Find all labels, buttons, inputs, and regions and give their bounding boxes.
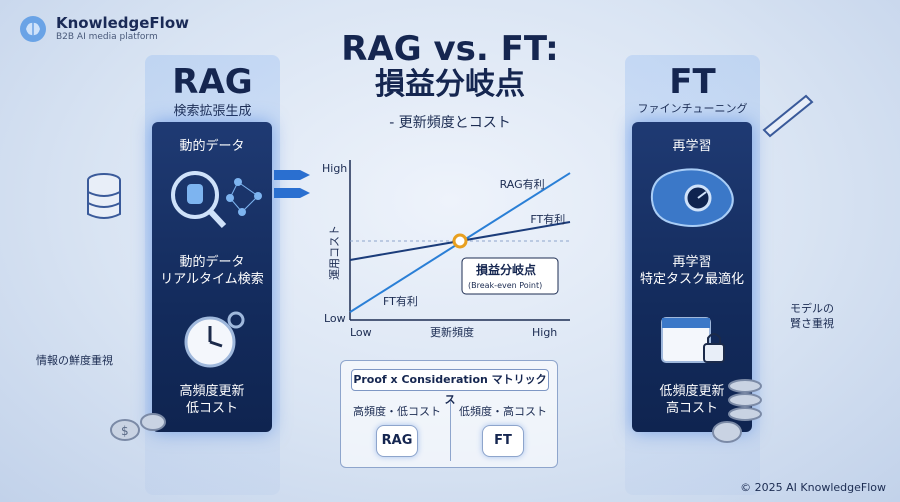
breakeven-chart: High Low Low High 更新頻度 運用コスト FT有利 RAG有利 FT…: [322, 160, 571, 339]
calendar-lock-icon: [661, 317, 725, 363]
ft-label-mid-2: 特定タスク最適化: [639, 272, 744, 287]
ft-title: FT: [669, 62, 716, 102]
breakeven-label-box: [461, 257, 559, 295]
page-title: RAG vs. FT:: [341, 29, 559, 69]
page-subtitle: - 更新頻度とコスト: [389, 115, 511, 131]
annotation-2: FT有利: [530, 212, 565, 226]
ft-label-mid-1: 再学習: [672, 255, 712, 270]
ft-subtitle: ファインチューニング: [637, 102, 748, 115]
rag-side-note: 情報の鮮度重視: [36, 354, 113, 367]
matrix-divider: [450, 401, 451, 461]
arrows-right-icon: [274, 170, 310, 198]
magnifier-network-icon: [171, 171, 262, 229]
ft-side-note-1: モデルの: [790, 302, 834, 315]
breakeven-label-en: (Break-even Point): [468, 281, 542, 290]
breakeven-point: [452, 233, 468, 249]
rag-label-bottom-2: 低コスト: [185, 401, 238, 416]
coins-icon-right: [712, 379, 762, 443]
ft-label-bottom-1: 低頻度更新: [659, 384, 725, 399]
brand-name: KnowledgeFlow: [56, 14, 189, 32]
rag-label-bottom-1: 高頻度更新: [179, 384, 245, 399]
clock-icon: [184, 311, 245, 368]
ft-label-top: 再学習: [672, 139, 712, 154]
y-tick-low: Low: [324, 312, 346, 325]
rag-label-top: 動的データ: [179, 139, 245, 154]
brain-icon: [650, 168, 734, 227]
page-title-2: 損益分岐点: [375, 67, 525, 102]
coins-icon-left: $: [110, 413, 166, 441]
database-icon: [87, 173, 121, 219]
matrix-col1-label: 高頻度・低コスト: [353, 405, 441, 418]
brand-text: KnowledgeFlow B2B AI media platform: [56, 15, 189, 43]
x-tick-high: High: [532, 326, 557, 339]
annotation-1: RAG有利: [500, 177, 545, 191]
matrix-ft-badge: FT: [482, 425, 524, 457]
rag-label-mid-1: 動的データ: [179, 255, 245, 270]
brand-block: KnowledgeFlow B2B AI media platform: [18, 14, 189, 44]
matrix-rag-badge: RAG: [376, 425, 418, 457]
rag-panel: [152, 122, 272, 432]
proof-consideration-matrix: Proof x Consideration マトリックス 高頻度・低コスト 低頻…: [340, 360, 558, 468]
matrix-col2-label: 低頻度・高コスト: [459, 405, 547, 418]
rag-title: RAG: [172, 62, 253, 102]
breakeven-label: 損益分岐点: [476, 262, 536, 277]
annotation-0: FT有利: [383, 294, 418, 308]
x-axis-label: 更新頻度: [430, 325, 474, 339]
y-axis-label: 運用コスト: [328, 225, 341, 280]
rag-label-mid-2: リアルタイム検索: [160, 272, 264, 287]
footer-copyright: © 2025 AI KnowledgeFlow: [740, 481, 886, 494]
brain-logo-icon: [20, 16, 46, 42]
y-tick-high: High: [322, 162, 347, 175]
brand-tagline: B2B AI media platform: [56, 32, 158, 42]
ft-side-note-2: 賢さ重視: [790, 317, 834, 330]
ft-label-bottom-2: 高コスト: [665, 401, 718, 416]
matrix-title: Proof x Consideration マトリックス: [351, 369, 549, 406]
laser-pen-icon: [762, 94, 814, 138]
svg-text:$: $: [121, 424, 129, 438]
x-tick-low: Low: [350, 326, 372, 339]
rag-subtitle: 検索拡張生成: [173, 104, 252, 119]
